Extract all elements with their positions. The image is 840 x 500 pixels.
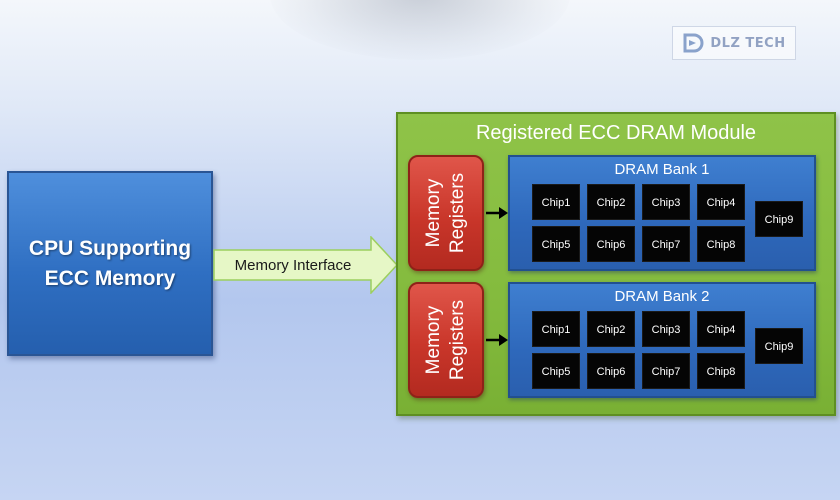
bank-2-chip: Chip6 <box>587 353 635 389</box>
bank-2-chip: Chip3 <box>642 311 690 347</box>
bank-2-chip: Chip4 <box>697 311 745 347</box>
bank-1-chip: Chip3 <box>642 184 690 220</box>
bank-2-title: DRAM Bank 2 <box>614 288 710 305</box>
memory-interface-label: Memory Interface <box>234 257 352 274</box>
bank-2-chip: Chip7 <box>642 353 690 389</box>
register-2-line1: Memory <box>423 305 444 375</box>
bank-1-chip: Chip2 <box>587 184 635 220</box>
logo-text: DLZ TECH <box>710 35 786 51</box>
cpu-box: CPU Supporting ECC Memory <box>7 171 213 356</box>
bank-2-chip: Chip2 <box>587 311 635 347</box>
bank-1-chip: Chip4 <box>697 184 745 220</box>
memory-registers-1: Memory Registers <box>408 155 484 271</box>
module-title: Registered ECC DRAM Module <box>475 122 757 144</box>
bank-1-chip: Chip8 <box>697 226 745 262</box>
bank-2-ecc-chip: Chip9 <box>755 328 803 364</box>
bank-2-chip: Chip1 <box>532 311 580 347</box>
memory-interface-arrow <box>213 236 399 294</box>
bank-2-chip: Chip8 <box>697 353 745 389</box>
bank-1-chip: Chip6 <box>587 226 635 262</box>
bank-1-ecc-chip: Chip9 <box>755 201 803 237</box>
bank-2-chip: Chip5 <box>532 353 580 389</box>
cpu-label-line2: ECC Memory <box>44 266 176 290</box>
dram-bank-1: DRAM Bank 1 Chip1 Chip2 Chip3 Chip4 Chip… <box>508 155 816 271</box>
arrow-right-icon <box>486 334 508 346</box>
register-2-line2: Registers <box>447 299 468 381</box>
bank-1-chip: Chip7 <box>642 226 690 262</box>
register-1-line1: Memory <box>423 178 444 248</box>
memory-registers-2: Memory Registers <box>408 282 484 398</box>
arrow-right-icon <box>486 207 508 219</box>
dlz-tech-logo-icon <box>683 33 704 53</box>
bank-1-title: DRAM Bank 1 <box>614 161 710 178</box>
cpu-label-line1: CPU Supporting <box>28 236 192 260</box>
watermark-logo: DLZ TECH <box>672 26 796 60</box>
dram-bank-2: DRAM Bank 2 Chip1 Chip2 Chip3 Chip4 Chip… <box>508 282 816 398</box>
bank-1-chip: Chip1 <box>532 184 580 220</box>
bank-1-chip: Chip5 <box>532 226 580 262</box>
register-1-line2: Registers <box>447 172 468 254</box>
